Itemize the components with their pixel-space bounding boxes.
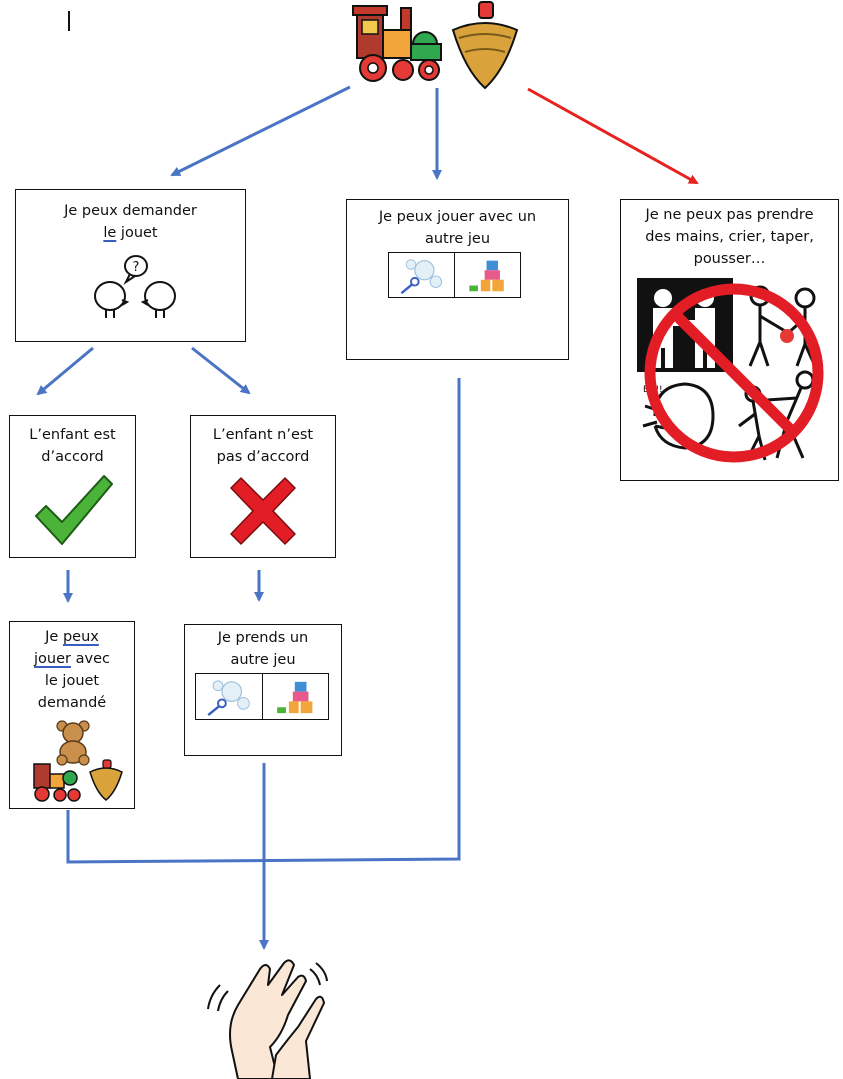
agrees-line2: d’accord	[41, 449, 104, 465]
building-blocks-icon	[469, 260, 504, 292]
train-icon	[352, 5, 442, 82]
box-child-agrees: L’enfant est d’accord	[9, 415, 136, 558]
box-ask-for-toy: Je peux demander le jouet ?	[15, 189, 246, 342]
game-choice-grid-2	[195, 673, 329, 720]
bubbles-icon	[400, 259, 443, 295]
ask-line1: Je peux demander	[64, 203, 197, 219]
requested-line1: Je peux	[10, 626, 134, 648]
requested-line2-a: jouer	[34, 651, 71, 667]
arrow-to-pas-accord	[191, 346, 251, 395]
building-blocks-icon	[276, 681, 312, 714]
other-game-line1: Je peux jouer avec un	[378, 209, 537, 225]
requested-line4: demandé	[37, 695, 107, 711]
requested-line1-a: Je	[45, 629, 63, 645]
toys-group-icon	[33, 720, 123, 802]
disagrees-line1: L’enfant n’est	[212, 427, 314, 443]
blocks-cell-2	[263, 674, 329, 719]
small-train-icon	[33, 763, 81, 802]
bubbles-cell	[389, 253, 455, 297]
ask-line2-rest: jouet	[116, 225, 158, 241]
disagrees-line2: pas d’accord	[216, 449, 310, 465]
forbidden-behaviors-icon: EH!!	[637, 278, 824, 463]
blocks-cell	[455, 253, 520, 297]
take-other-line1: Je prends un	[217, 630, 309, 646]
other-game-line2: autre jeu	[424, 231, 491, 247]
cross-icon	[230, 477, 296, 545]
text-cursor	[68, 11, 70, 31]
checkmark-icon	[35, 475, 113, 545]
requested-line2: jouer avec	[10, 648, 134, 670]
requested-line1-b: peux	[62, 629, 99, 645]
game-choice-grid	[388, 252, 521, 298]
bubbles-cell-2	[196, 674, 263, 719]
toys-illustration	[352, 1, 519, 90]
arrow-to-interdit	[527, 87, 699, 185]
teddy-bear-icon	[56, 720, 90, 766]
agrees-line1: L’enfant est	[29, 427, 116, 443]
arrow-to-demander	[170, 85, 351, 177]
requested-line3: le jouet	[44, 673, 100, 689]
arrow-to-accord	[36, 346, 94, 396]
forbidden-line2: des mains, crier, taper,	[645, 229, 814, 245]
small-spinning-top-icon	[89, 759, 123, 801]
take-other-line2: autre jeu	[230, 652, 296, 668]
bubbles-icon	[207, 680, 250, 717]
forbidden-line1: Je ne peux pas prendre	[645, 207, 814, 223]
ask-underlined-word: le	[103, 225, 117, 241]
forbidden-line3: pousser…	[693, 251, 766, 267]
box-play-requested-toy: Je peux jouer avec le jouet demandé	[9, 621, 135, 809]
box-take-other-game: Je prends un autre jeu	[184, 624, 342, 756]
applause-hands-icon	[207, 959, 328, 1079]
requested-line2-b: avec	[71, 651, 110, 667]
box-forbidden-behaviors: Je ne peux pas prendre des mains, crier,…	[620, 199, 839, 481]
talking-heads-icon: ?	[94, 255, 176, 318]
ask-line2: le jouet	[16, 222, 245, 244]
box-child-disagrees: L’enfant n’est pas d’accord	[190, 415, 336, 558]
box-play-other-game: Je peux jouer avec un autre jeu	[346, 199, 569, 360]
spinning-top-icon	[451, 1, 519, 90]
svg-text:?: ?	[133, 260, 140, 275]
